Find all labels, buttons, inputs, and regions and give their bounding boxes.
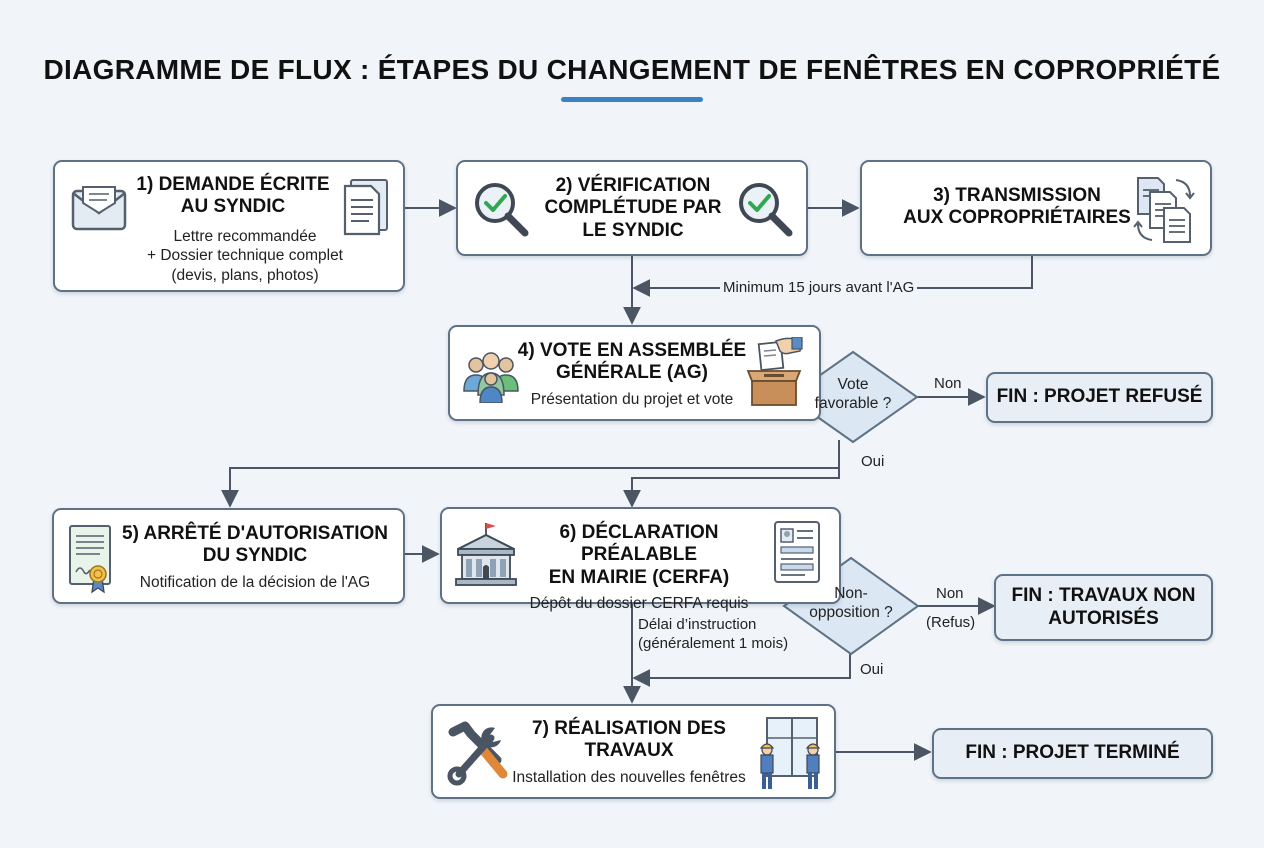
refusal-label: (Refus) bbox=[926, 614, 976, 631]
end-project-done: FIN : PROJET TERMINÉ bbox=[932, 728, 1213, 779]
instruction-delay-label: Délai d’instruction (généralement 1 mois… bbox=[638, 616, 788, 654]
decision-non-opposition-label: Non- opposition ? bbox=[796, 585, 906, 622]
end-works-not-authorized: FIN : TRAVAUX NON AUTORISÉS bbox=[994, 574, 1213, 641]
step-5-title-line-2: DU SYNDIC bbox=[202, 545, 308, 567]
step-1-sub-line-3: (devis, plans, photos) bbox=[171, 266, 319, 284]
instruction-delay-line-1: Délai d’instruction bbox=[638, 616, 757, 633]
step-2-box: 2) VÉRIFICATION COMPLÉTUDE PAR LE SYNDIC bbox=[456, 160, 808, 256]
magnifier-check-icon bbox=[475, 183, 529, 237]
step-3-box: 3) TRANSMISSION AUX COPROPRIÉTAIRES bbox=[860, 160, 1212, 256]
documents-transfer-icon bbox=[1133, 177, 1195, 243]
decision-vote-line-1: Vote bbox=[837, 376, 869, 393]
decision-vote-line-2: favorable ? bbox=[814, 394, 892, 412]
step-7-box: 7) RÉALISATION DES TRAVAUX Installation … bbox=[431, 704, 836, 799]
step-7-sub-line-1: Installation des nouvelles fenêtres bbox=[512, 768, 746, 786]
page-title: DIAGRAMME DE FLUX : ÉTAPES DU CHANGEMENT… bbox=[43, 54, 1221, 85]
end-works-not-authorized-line-2: AUTORISÉS bbox=[1048, 607, 1159, 629]
instruction-delay-line-2: (généralement 1 mois) bbox=[638, 634, 789, 652]
town-hall-icon bbox=[455, 523, 517, 586]
step-1-sub-line-2: + Dossier technique complet bbox=[146, 247, 343, 265]
step-3-title-line-1: 3) TRANSMISSION bbox=[933, 185, 1101, 206]
step-5-sub-line-1: Notification de la décision de l'AG bbox=[139, 573, 371, 591]
step-2-title-line-1: 2) VÉRIFICATION bbox=[555, 175, 711, 196]
end-project-done-label: FIN : PROJET TERMINÉ bbox=[965, 742, 1180, 764]
workers-window-icon bbox=[759, 717, 821, 789]
arrow-vote-yes-5 bbox=[221, 440, 840, 508]
non-opposition-yes-label: Oui bbox=[860, 661, 884, 678]
step-5-box: 5) ARRÊTÉ D'AUTORISATION DU SYNDIC Notif… bbox=[52, 508, 405, 604]
form-icon bbox=[774, 521, 820, 583]
people-group-icon bbox=[463, 352, 519, 403]
title-underline bbox=[561, 97, 703, 102]
step-6-title-line-2: EN MAIRIE (CERFA) bbox=[548, 566, 730, 588]
step-5-title-line-1: 5) ARRÊTÉ D'AUTORISATION bbox=[122, 523, 388, 544]
step-4-box: 4) VOTE EN ASSEMBLÉE GÉNÉRALE (AG) Prése… bbox=[448, 325, 821, 421]
non-opposition-no-label: Non bbox=[936, 585, 964, 602]
end-works-not-authorized-label: FIN : TRAVAUX NON AUTORISÉS bbox=[1011, 585, 1195, 631]
step-6-box: 6) DÉCLARATION PRÉALABLE EN MAIRIE (CERF… bbox=[440, 507, 841, 612]
step-4-title-line-1: 4) VOTE EN ASSEMBLÉE bbox=[517, 340, 747, 361]
vote-yes-label: Oui bbox=[861, 453, 885, 470]
step-1-sub-line-1: Lettre recommandée bbox=[173, 228, 317, 245]
step-6-sub-line-1: Dépôt du dossier CERFA requis bbox=[529, 595, 749, 613]
magnifier-check-icon bbox=[739, 183, 793, 237]
step-4-title-line-2: GÉNÉRALE (AG) bbox=[556, 362, 708, 384]
tools-icon bbox=[447, 721, 508, 786]
step-7-title-line-1: 7) RÉALISATION DES bbox=[532, 718, 726, 739]
min-delay-label: Minimum 15 jours avant l'AG bbox=[720, 279, 918, 296]
vote-no-label: Non bbox=[934, 375, 962, 392]
step-3-title-line-2: AUX COPROPRIÉTAIRES bbox=[903, 207, 1131, 229]
step-1-box: 1) DEMANDE ÉCRITE AU SYNDIC Lettre recom… bbox=[53, 160, 405, 292]
document-icon bbox=[343, 179, 388, 236]
step-1-title-line-2: AU SYNDIC bbox=[180, 196, 286, 218]
step-1-title-line-1: 1) DEMANDE ÉCRITE bbox=[136, 174, 330, 195]
step-6-title-line-1: 6) DÉCLARATION PRÉALABLE bbox=[559, 522, 719, 566]
decision-non-opposition-line-1: Non- bbox=[834, 585, 868, 602]
decision-vote-label: Vote favorable ? bbox=[803, 376, 903, 413]
ballot-box-icon bbox=[746, 337, 803, 406]
certificate-icon bbox=[69, 525, 111, 594]
arrow-vote-yes-6 bbox=[623, 468, 840, 508]
envelope-icon bbox=[71, 186, 127, 231]
arrow-nonopp-yes bbox=[632, 650, 851, 687]
step-2-title-line-2: COMPLÉTUDE PAR bbox=[544, 197, 722, 219]
step-2-title-line-3: LE SYNDIC bbox=[582, 219, 684, 241]
step-7-title-line-2: TRAVAUX bbox=[584, 740, 674, 762]
end-project-refused: FIN : PROJET REFUSÉ bbox=[986, 372, 1213, 423]
decision-non-opposition-line-2: opposition ? bbox=[809, 603, 893, 621]
end-works-not-authorized-line-1: FIN : TRAVAUX NON bbox=[1011, 584, 1196, 606]
step-4-sub-line-1: Présentation du projet et vote bbox=[530, 390, 734, 408]
end-project-refused-label: FIN : PROJET REFUSÉ bbox=[996, 386, 1203, 408]
